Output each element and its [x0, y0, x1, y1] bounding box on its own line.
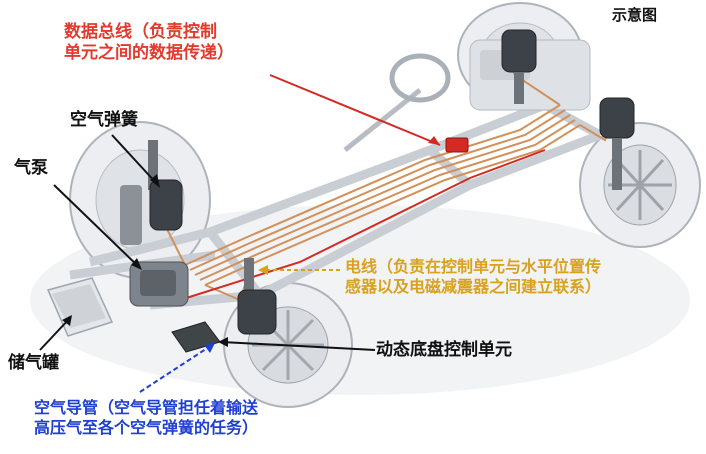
reservoir-label: 储气罐: [8, 353, 59, 373]
reservoir-arrowhead: [62, 315, 72, 326]
air-spring-leader: [111, 134, 159, 186]
air-pipe-label-line2: 高压气至各个空气弹簧的任务）: [34, 418, 259, 437]
front-right-air-spring: [237, 258, 277, 335]
front-left-air-spring: [120, 140, 183, 245]
air-pump-leader: [53, 184, 141, 269]
air-pipe-leader: [139, 344, 213, 393]
data-bus-leader: [269, 74, 441, 146]
air-pipe-arrowhead: [204, 343, 215, 353]
air-pump-arrowhead: [131, 258, 142, 270]
rear-right-air-spring: [599, 97, 635, 190]
rear-right-wheel: [579, 122, 701, 248]
air-pump-unit: [129, 261, 189, 307]
air-pipe-label: 空气导管（空气导管担任着输送 高压气至各个空气弹簧的任务）: [34, 398, 258, 438]
air-pump-label: 气泵: [14, 158, 48, 178]
data-bus-label-line2: 单元之间的数据传递）: [64, 43, 234, 64]
control-unit-arrowhead: [218, 337, 228, 347]
data-bus-line: [179, 149, 546, 301]
data-bus-module: [445, 137, 469, 153]
data-bus-arrowhead: [428, 136, 440, 145]
caption-label: 示意图: [612, 6, 658, 24]
air-spring-arrowhead: [150, 174, 160, 188]
wire-label: 电线（负责在控制单元与水平位置传 感器以及电磁减震器之间建立联系）: [345, 257, 601, 297]
wire-label-line1: 电线（负责在控制单元与水平位置传: [345, 257, 602, 276]
air-spring-label: 空气弹簧: [70, 110, 138, 130]
wire-arrowhead: [258, 265, 268, 275]
data-bus-label: 数据总线（负责控制 单元之间的数据传递）: [64, 22, 234, 65]
wire-label-line2: 感器以及电磁减震器之间建立联系）: [345, 277, 602, 296]
rear-left-air-spring: [501, 29, 537, 104]
control-unit-leader: [221, 341, 376, 351]
air-pipe-label-line1: 空气导管（空气导管担任着输送: [34, 398, 259, 417]
reservoir-leader: [39, 317, 71, 351]
steering-column: [343, 53, 451, 152]
control-unit-label: 动态底盘控制单元: [376, 340, 512, 360]
data-bus-label-line1: 数据总线（负责控制: [64, 22, 217, 42]
